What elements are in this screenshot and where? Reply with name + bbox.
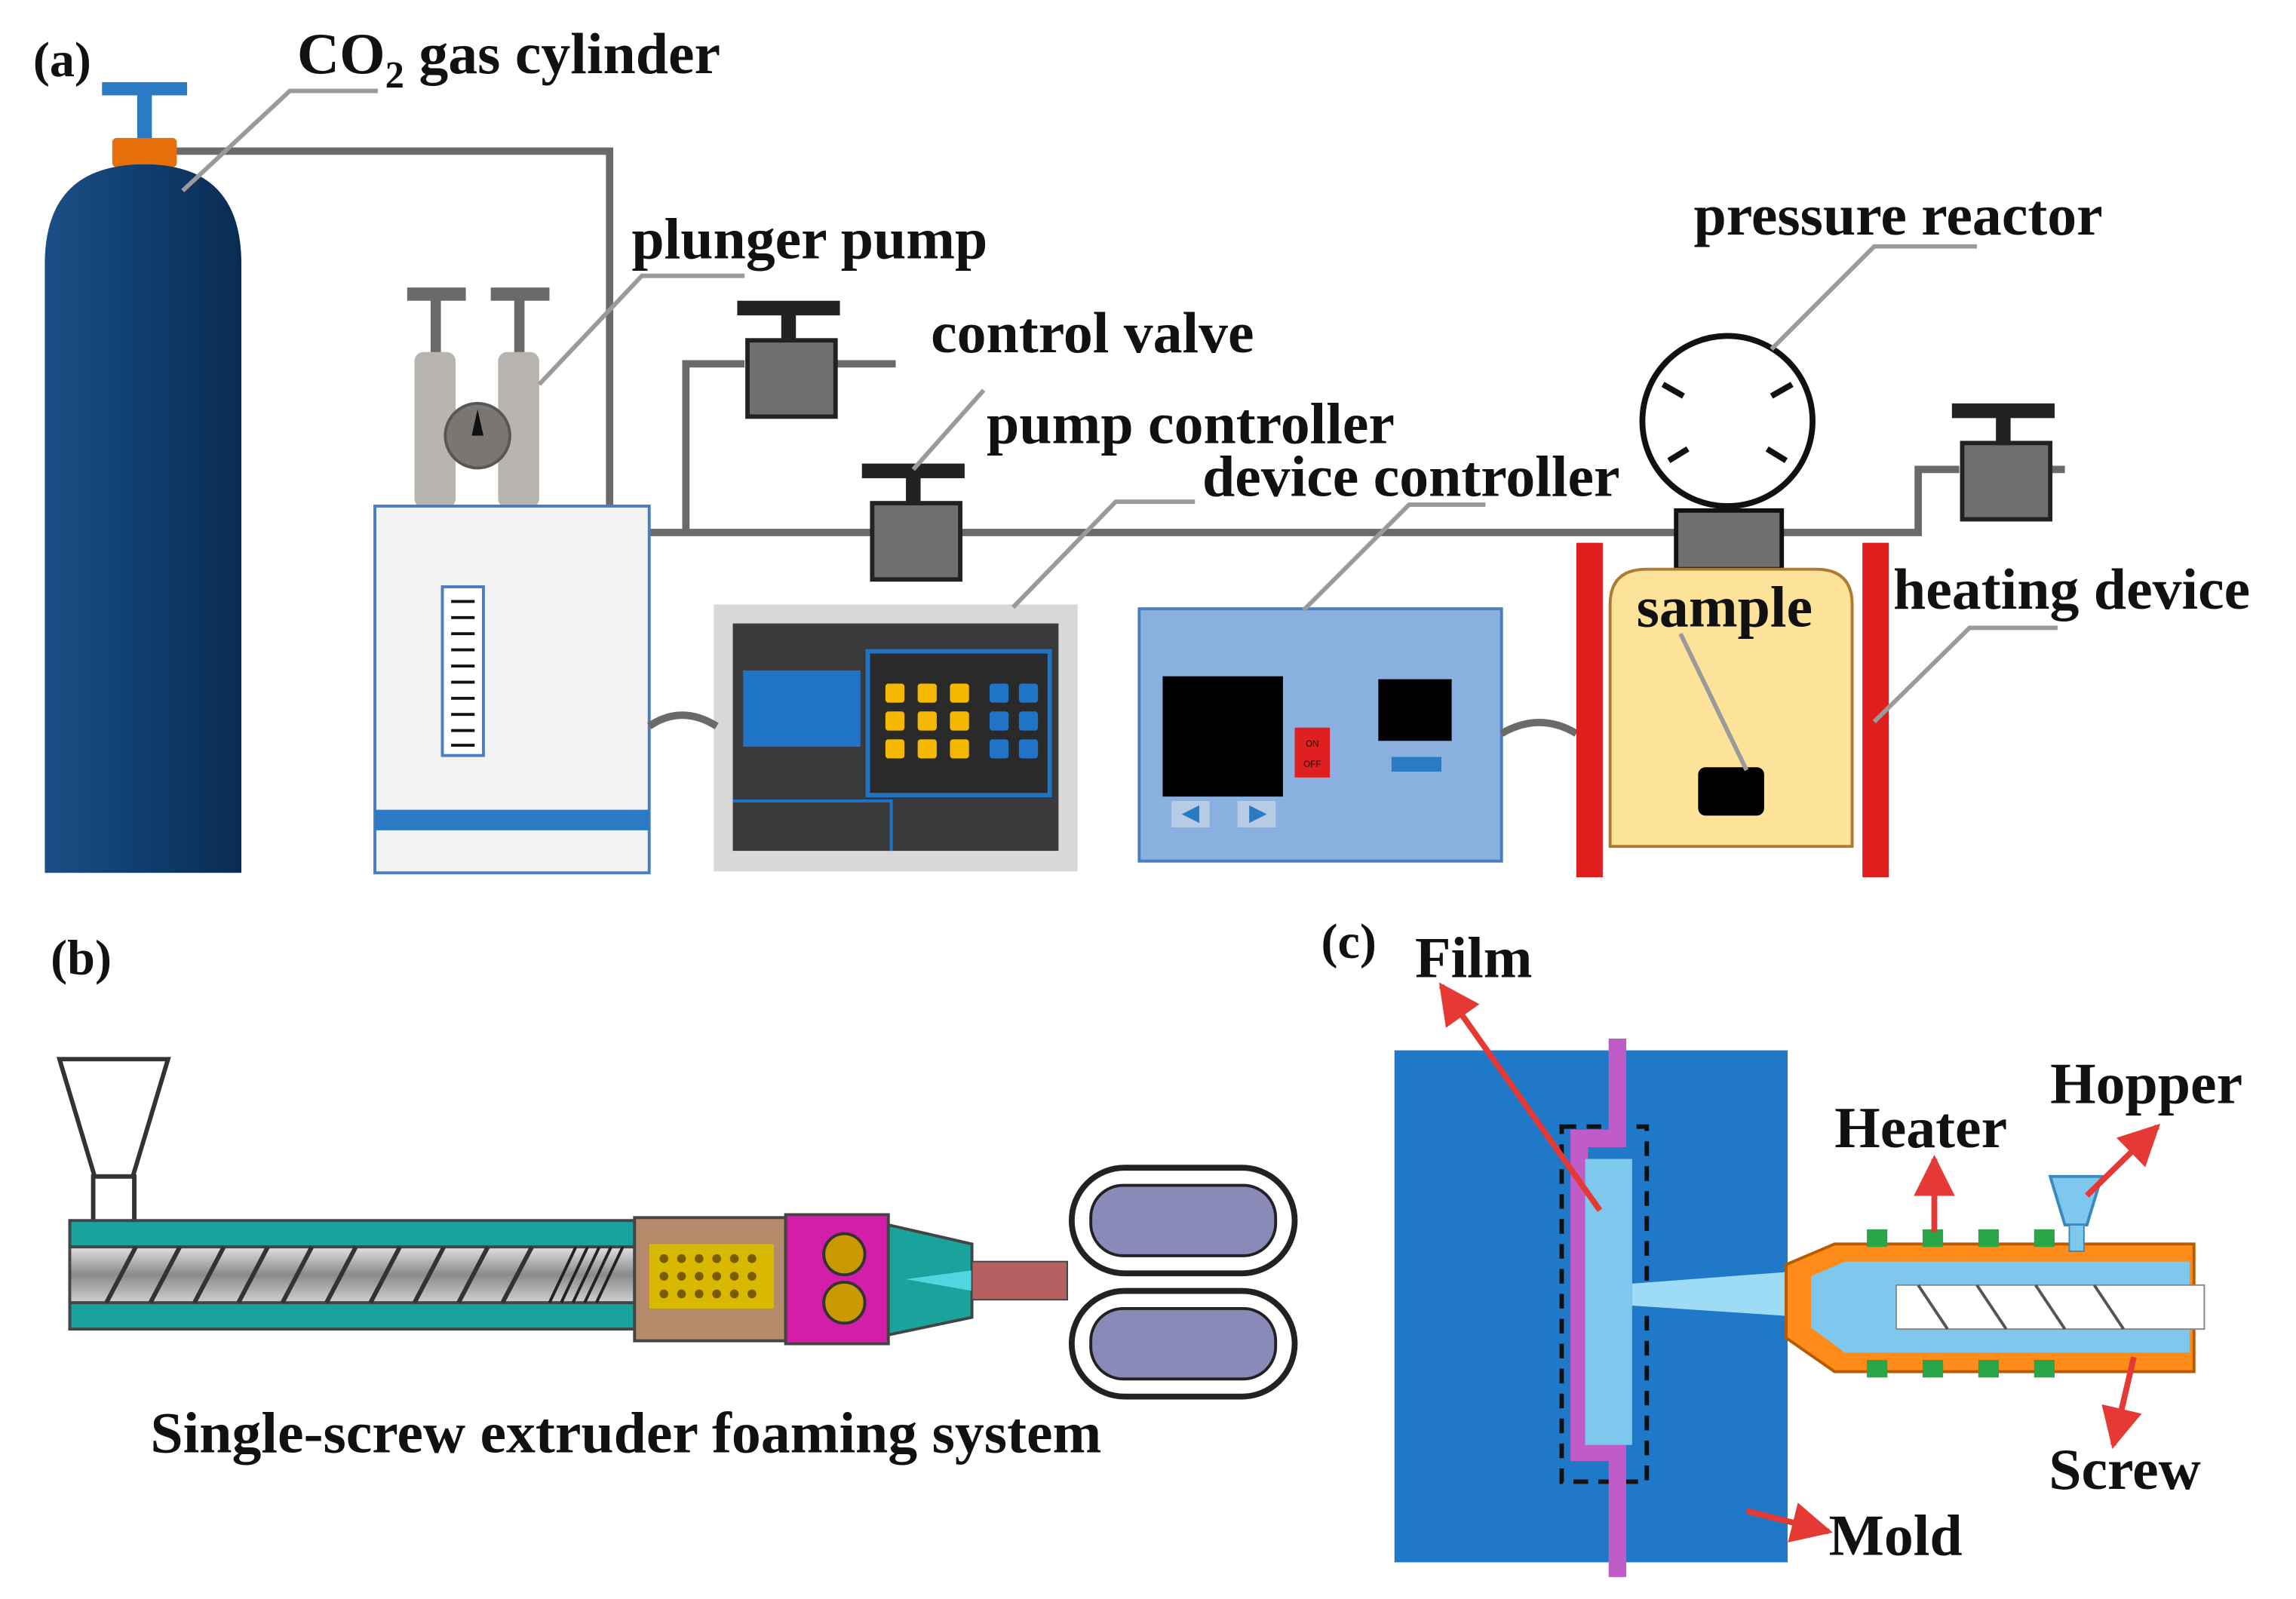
panel-a-tag: (a)	[33, 32, 91, 87]
cable-pump-to-controller	[646, 711, 719, 729]
svg-text:OFF: OFF	[1303, 760, 1321, 769]
valve-icon	[737, 300, 840, 419]
panel-a: (a) CO2 gas cylinder	[33, 21, 2250, 878]
hopper-c-icon	[2048, 1174, 2104, 1253]
plunger-pump-icon	[373, 287, 651, 875]
extruder-caption: Single-screw extruder foaming system	[150, 1401, 1101, 1465]
screw-label: Screw	[2049, 1437, 2201, 1502]
plunger-pump-label: plunger pump	[631, 206, 987, 271]
control-valve-icon	[861, 463, 965, 582]
heating-device-label: heating device	[1893, 557, 2250, 621]
pump-controller-icon	[714, 604, 1078, 872]
gas-cylinder-icon	[45, 81, 242, 873]
hopper-icon	[56, 1057, 171, 1244]
cable-controller-to-heater	[1499, 719, 1579, 737]
outlet-valve-icon	[1951, 403, 2055, 522]
panel-b: (b)	[51, 930, 1298, 1465]
device-controller-leader	[1302, 502, 1486, 612]
panel-c-tag: (c)	[1321, 914, 1377, 969]
control-valve-label: control valve	[931, 300, 1254, 365]
pressure-reactor-leader	[1770, 244, 1977, 351]
screw-barrel-icon	[68, 1216, 787, 1343]
gas-line-top	[167, 147, 614, 507]
film-icon	[1570, 1039, 1632, 1577]
co2-cylinder-label: CO2 gas cylinder	[297, 21, 720, 96]
die-icon	[886, 1223, 1069, 1337]
co2-leader-line	[181, 88, 378, 192]
sample-leader	[1678, 632, 1749, 772]
hopper-arrow	[2085, 1123, 2161, 1198]
outlet-line-right	[1782, 465, 1960, 536]
injection-barrel-icon	[1631, 1229, 2205, 1378]
gear-pump-icon	[784, 1213, 890, 1346]
pump-controller-label: pump controller	[987, 391, 1395, 456]
hopper-label: Hopper	[2050, 1051, 2242, 1116]
roller-icon	[1068, 1165, 1298, 1400]
control-valve-leader	[911, 388, 986, 471]
film-arrow	[1438, 982, 1603, 1212]
sample-label: sample	[1637, 574, 1813, 639]
device-controller-icon: ON OFF	[1137, 607, 1503, 863]
film-label: Film	[1415, 925, 1533, 990]
heating-device-leader	[1872, 625, 2058, 723]
device-controller-label: device controller	[1202, 443, 1620, 508]
pressure-reactor-label: pressure reactor	[1694, 183, 2103, 247]
pump-controller-leader	[1011, 499, 1196, 609]
screw-arrow	[2101, 1356, 2142, 1450]
panel-b-tag: (b)	[51, 930, 112, 985]
plunger-pump-leader	[537, 273, 745, 386]
pressure-gauge-icon	[1639, 333, 1816, 572]
heater-label: Heater	[1834, 1095, 2007, 1160]
vent-line-left	[682, 360, 745, 533]
svg-text:ON: ON	[1306, 739, 1318, 749]
panel-c: (c)	[1321, 914, 2242, 1577]
mold-arrow	[1745, 1502, 1833, 1543]
mold-label: Mold	[1828, 1503, 1962, 1568]
